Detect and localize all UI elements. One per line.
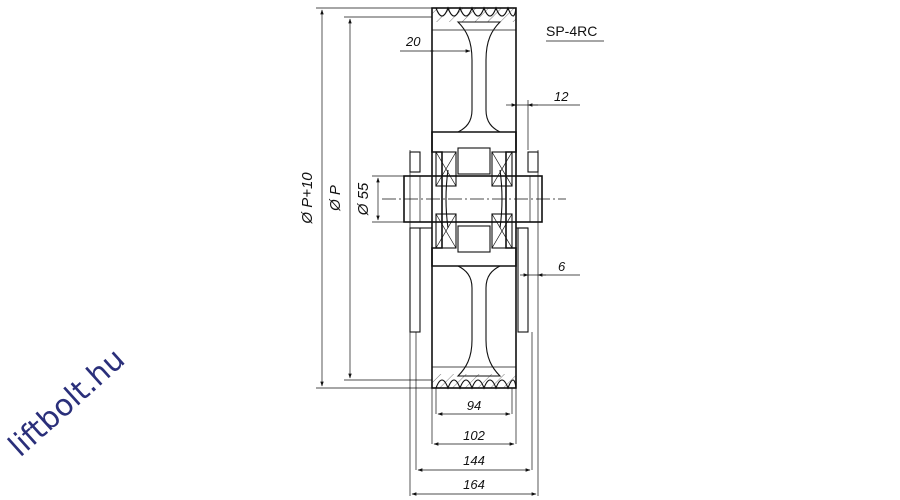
top-grooves	[432, 6, 517, 22]
dim-outer-diameter: Ø P+10	[299, 172, 316, 225]
dim-total-width: 164	[463, 477, 485, 492]
model-label: SP-4RC	[546, 23, 597, 39]
dim-rim-offset: 20	[405, 34, 421, 49]
rim-outline	[431, 7, 517, 389]
dim-rim-width: 102	[463, 428, 485, 443]
watermark-logo: liftbolt.hu	[2, 342, 132, 464]
dim-groove-width: 94	[467, 398, 481, 413]
dim-plates-width: 144	[463, 453, 485, 468]
side-plate-left	[409, 151, 432, 333]
dim-pitch-diameter: Ø P	[327, 185, 344, 212]
dim-plate-thickness: 6	[558, 259, 566, 274]
upper-web	[456, 21, 502, 133]
dim-shaft-diameter: Ø 55	[355, 182, 372, 216]
dim-hub-gap: 12	[554, 89, 569, 104]
sheave-body	[382, 6, 566, 390]
lower-web	[456, 265, 502, 377]
bottom-grooves	[432, 374, 517, 390]
side-plate-right	[516, 151, 539, 333]
